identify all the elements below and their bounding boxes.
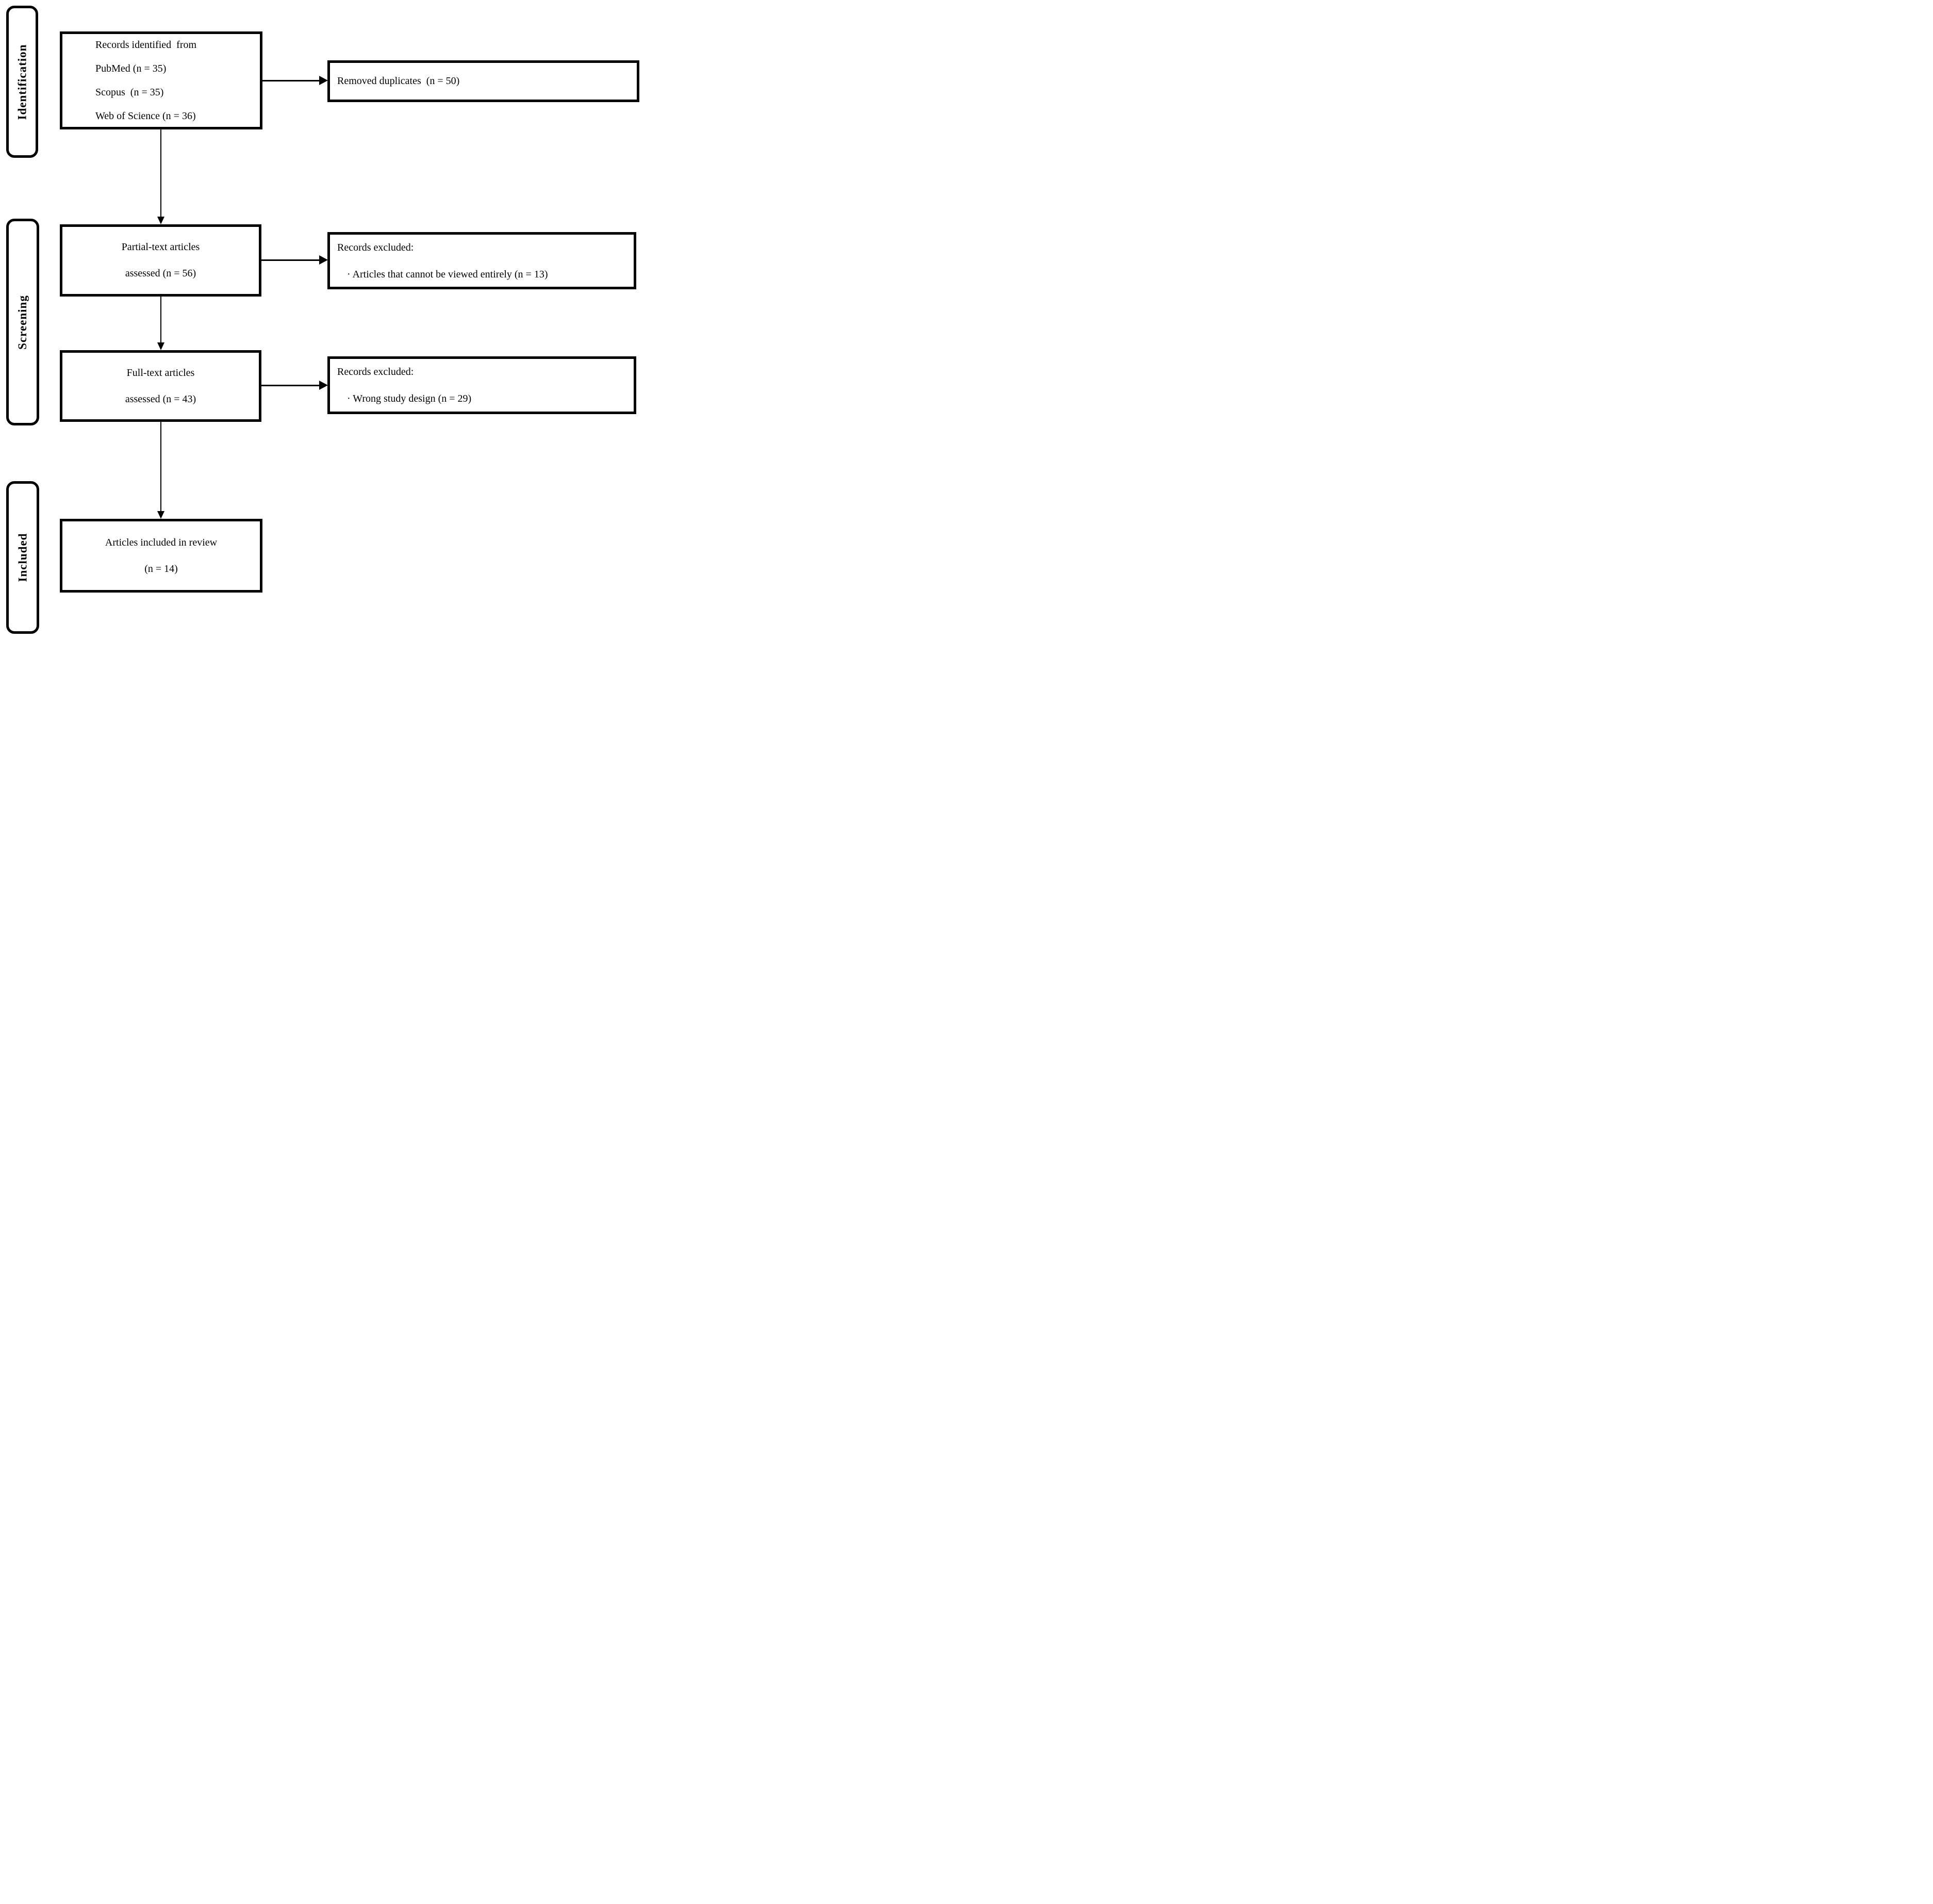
box-text-line: Scopus (n = 35) <box>95 87 164 98</box>
prisma-flow-diagram: Identification Screening Included Record… <box>0 0 645 635</box>
arrowhead-right-icon <box>319 76 328 85</box>
stage-label-included: Included <box>16 533 29 582</box>
box-records-identified: Records identified from PubMed (n = 35) … <box>60 31 262 129</box>
box-text-line: Partial-text articles <box>121 241 200 253</box>
arrowhead-right-icon <box>319 255 328 265</box>
box-text-line: Removed duplicates (n = 50) <box>337 75 460 87</box>
stage-pill-identification: Identification <box>6 6 38 158</box>
stage-label-identification: Identification <box>15 44 29 120</box>
arrowhead-down-icon <box>157 342 164 350</box>
box-text-line: Records excluded: <box>337 241 414 253</box>
box-records-excluded-partial: Records excluded: · Articles that cannot… <box>327 232 636 289</box>
arrow-line <box>160 422 161 512</box>
box-text-line: Web of Science (n = 36) <box>95 110 196 122</box>
box-text-line: Records excluded: <box>337 366 414 377</box>
box-text-line: assessed (n = 43) <box>125 393 196 405</box>
arrowhead-down-icon <box>157 217 164 224</box>
box-removed-duplicates: Removed duplicates (n = 50) <box>327 60 639 102</box>
box-full-text-assessed: Full-text articles assessed (n = 43) <box>60 350 261 422</box>
arrowhead-right-icon <box>319 381 328 390</box>
arrow-line <box>262 80 320 81</box>
box-text-bullet-line: · Wrong study design (n = 29) <box>347 393 472 404</box>
box-articles-included: Articles included in review (n = 14) <box>60 519 262 593</box>
arrowhead-down-icon <box>157 511 164 519</box>
box-text-line: Articles included in review <box>105 536 218 548</box>
box-text-line: PubMed (n = 35) <box>95 63 167 74</box>
arrow-line <box>160 297 161 343</box>
box-partial-text-assessed: Partial-text articles assessed (n = 56) <box>60 224 261 297</box>
arrow-line <box>261 259 320 261</box>
box-text-line: Full-text articles <box>126 367 195 379</box>
box-text-line: Records identified from <box>95 39 197 51</box>
stage-pill-screening: Screening <box>6 219 39 425</box>
arrow-line <box>261 385 320 386</box>
box-records-excluded-full: Records excluded: · Wrong study design (… <box>327 356 636 414</box>
box-text-line: (n = 14) <box>144 563 178 575</box>
box-text-line: assessed (n = 56) <box>125 268 196 279</box>
stage-label-screening: Screening <box>16 294 29 350</box>
arrow-line <box>160 129 161 217</box>
box-text-bullet-line: · Articles that cannot be viewed entirel… <box>347 268 548 280</box>
stage-pill-included: Included <box>6 481 39 634</box>
